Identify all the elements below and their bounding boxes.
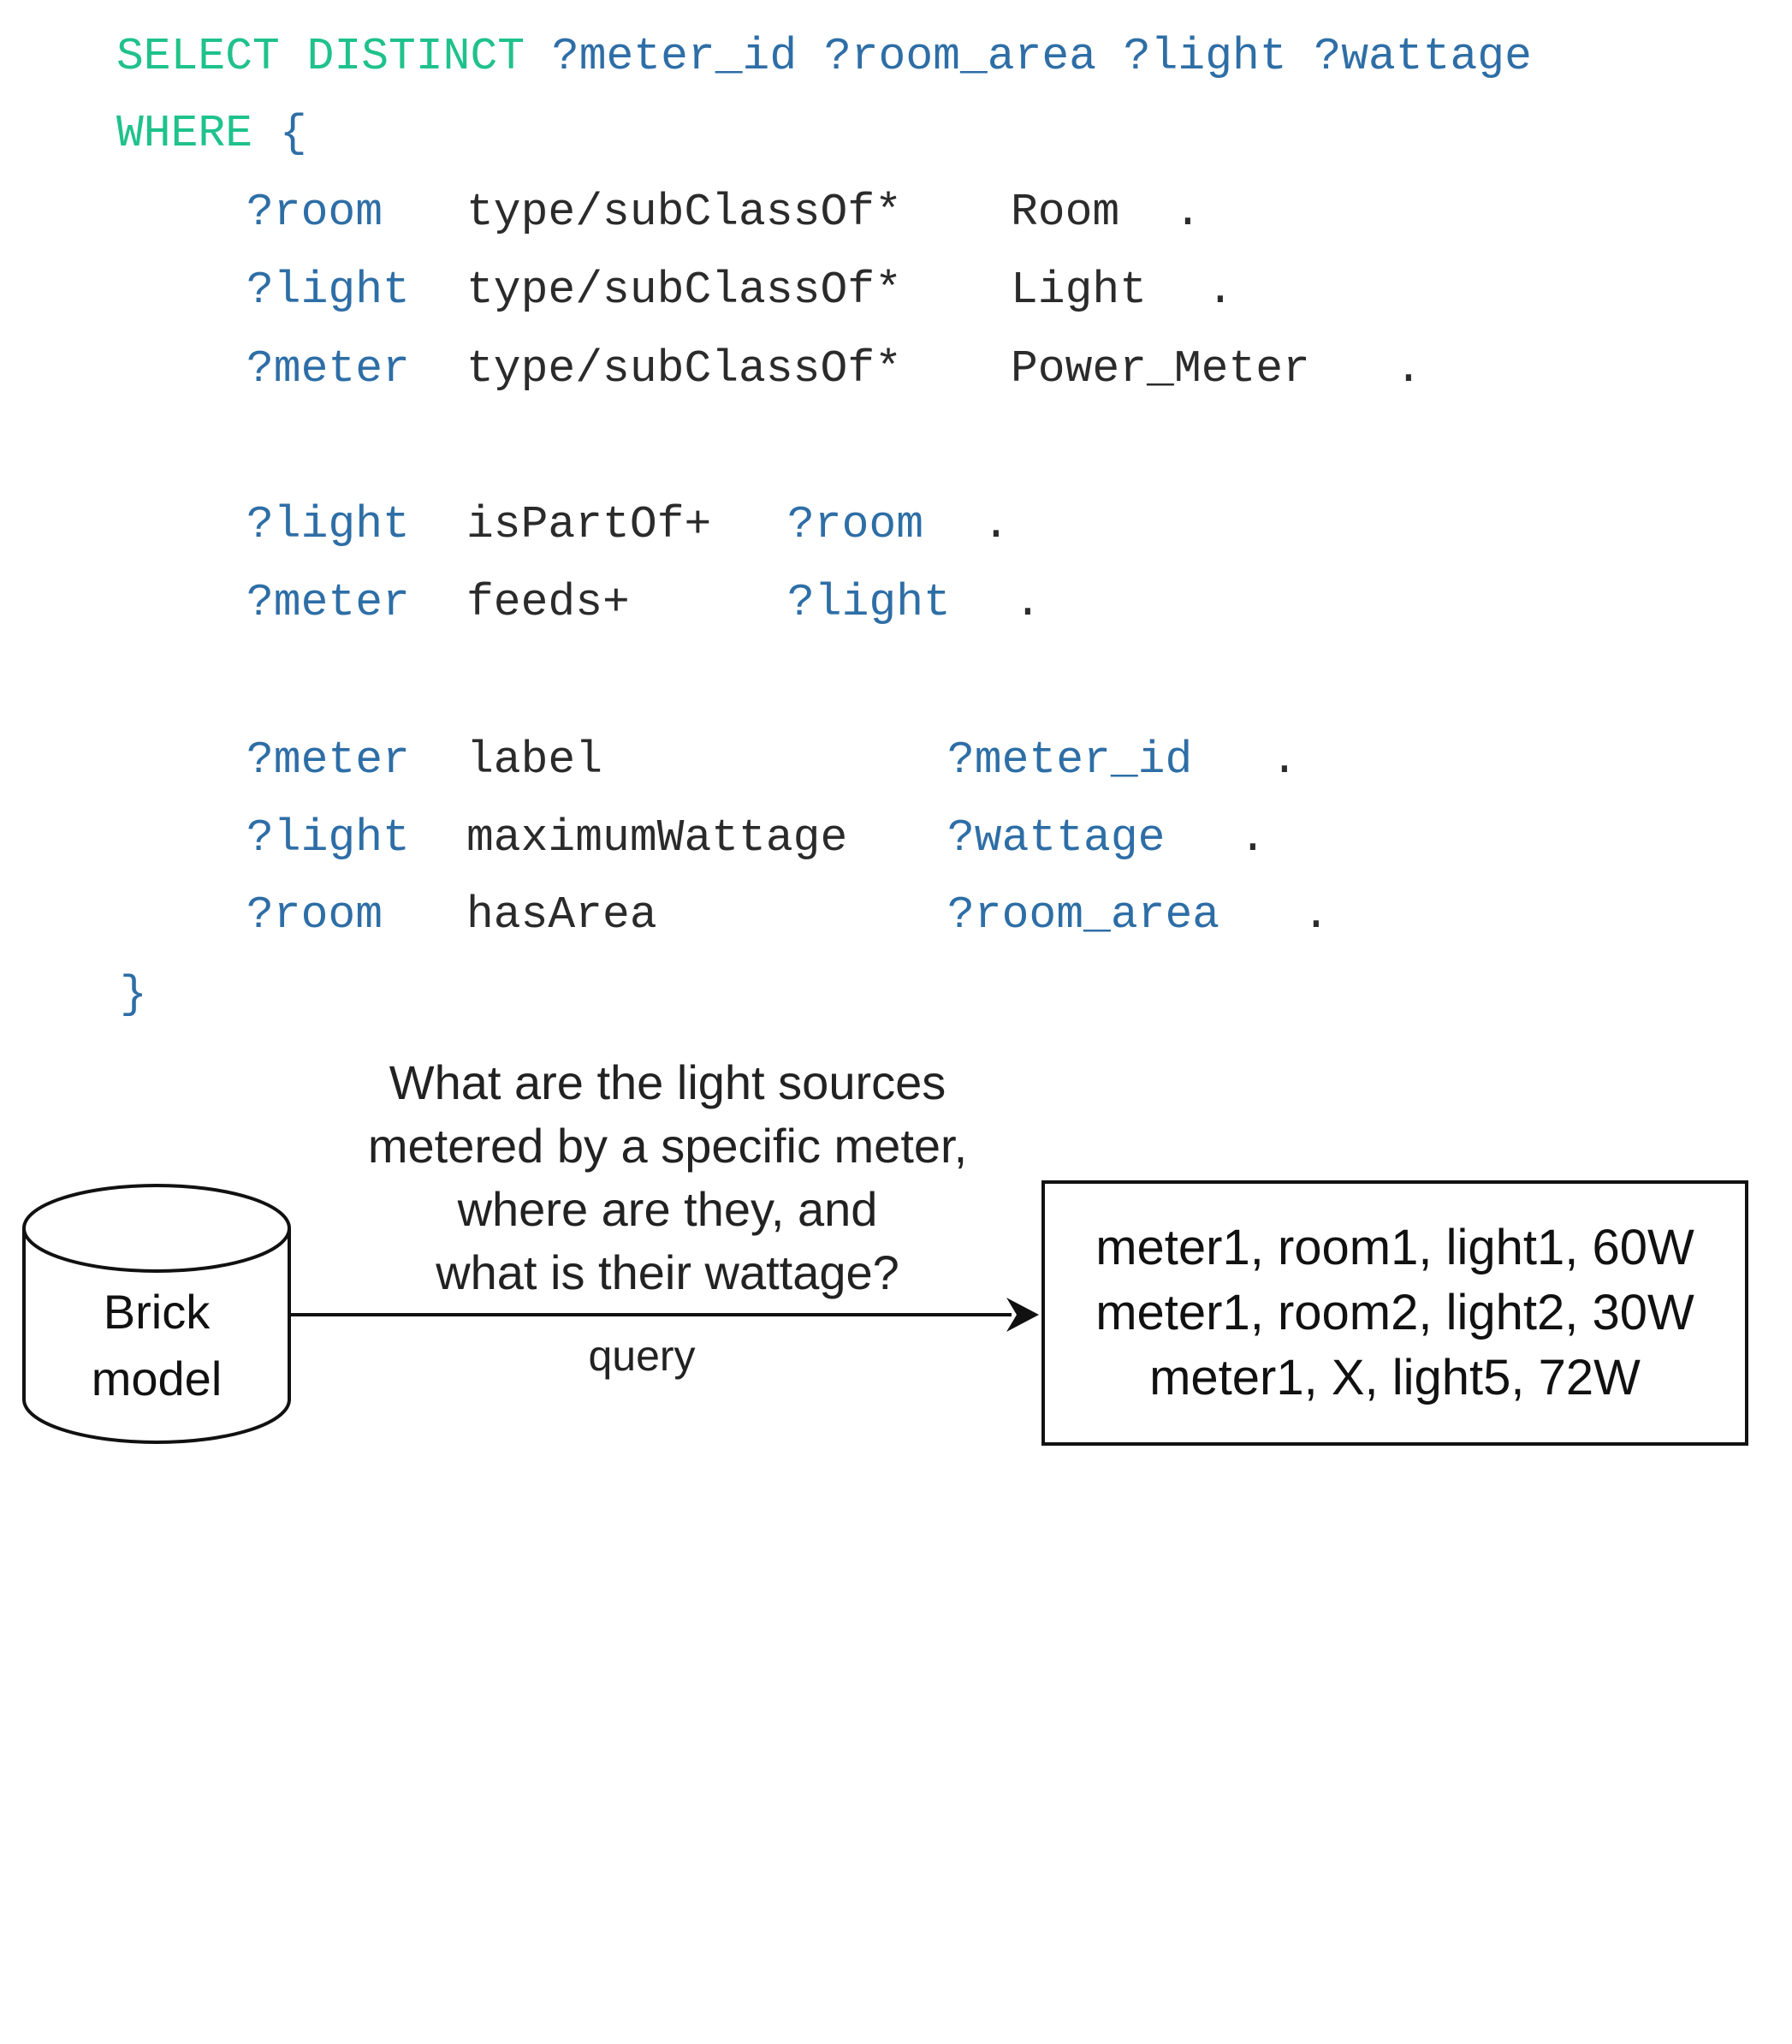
question-line: What are the light sources: [389, 1055, 946, 1109]
triple-subject: ?light: [246, 264, 410, 316]
triple-predicate: type/subClassOf*: [466, 264, 902, 316]
triple-end: .: [1395, 343, 1422, 395]
triple-subject: ?meter: [246, 734, 410, 786]
triple-object: Power_Meter: [1011, 343, 1310, 395]
triple-object: Light: [1011, 264, 1148, 316]
results-box: meter1, room1, light1, 60W meter1, room2…: [1041, 1180, 1748, 1446]
triple-predicate: feeds+: [466, 577, 630, 628]
result-row: meter1, X, light5, 72W: [1149, 1350, 1641, 1405]
triple-end: .: [1174, 187, 1202, 238]
triple-end: .: [982, 499, 1010, 550]
triple-row: ?room: [246, 190, 383, 235]
select-keyword: SELECT DISTINCT: [116, 31, 525, 82]
diagram-shapes: [22, 1184, 1039, 1444]
database-label-line: model: [91, 1352, 223, 1405]
question-line: what is their wattage?: [436, 1245, 899, 1299]
sparql-query: SELECT DISTINCT ?meter_id ?room_area ?li…: [116, 34, 1532, 1020]
where-line: WHERE {: [116, 111, 307, 157]
arrow-head-icon: [1006, 1298, 1039, 1332]
result-row: meter1, room1, light1, 60W: [1095, 1220, 1694, 1275]
question-text: What are the light sources metered by a …: [308, 1051, 1027, 1304]
triple-predicate: isPartOf+: [466, 499, 712, 550]
where-keyword: WHERE: [116, 108, 253, 159]
triple-subject: ?room: [246, 889, 383, 941]
query-flow-diagram: Brick model What are the light sources m…: [22, 1051, 1748, 1446]
question-line: where are they, and: [457, 1182, 878, 1236]
triple-predicate: maximumWattage: [466, 812, 848, 864]
triple-end: .: [1207, 264, 1234, 316]
triple-predicate: type/subClassOf*: [466, 187, 902, 238]
triple-subject: ?light: [246, 812, 410, 864]
triple-object: ?room: [787, 499, 924, 550]
triple-object: ?wattage: [947, 812, 1166, 864]
database-cylinder-icon: [22, 1184, 291, 1444]
select-line: SELECT DISTINCT ?meter_id ?room_area ?li…: [116, 34, 1532, 80]
triple-subject: ?meter: [246, 343, 410, 395]
triple-subject: ?meter: [246, 577, 410, 628]
triple-object: ?meter_id: [947, 734, 1193, 786]
select-variables: ?meter_id ?room_area ?light ?wattage: [551, 31, 1532, 82]
triple-end: .: [1014, 577, 1041, 628]
triple-predicate: hasArea: [466, 889, 657, 941]
triple-object: ?light: [787, 577, 951, 628]
database-label-line: Brick: [103, 1285, 211, 1339]
close-brace: }: [120, 969, 147, 1020]
open-brace: {: [279, 108, 307, 159]
result-row: meter1, room2, light2, 30W: [1095, 1285, 1694, 1340]
arrow-label: query: [588, 1332, 696, 1380]
database-label: Brick model: [24, 1279, 289, 1412]
triple-subject: ?room: [246, 187, 383, 238]
triple-end: .: [1239, 812, 1267, 864]
triple-predicate: label: [466, 734, 603, 786]
triple-predicate: type/subClassOf*: [466, 343, 902, 395]
triple-object: ?room_area: [947, 889, 1220, 941]
triple-object: Room: [1011, 187, 1120, 238]
triple-end: .: [1302, 889, 1330, 941]
triple-end: .: [1271, 734, 1298, 786]
question-line: metered by a specific meter,: [367, 1119, 968, 1173]
triple-subject: ?light: [246, 499, 410, 550]
